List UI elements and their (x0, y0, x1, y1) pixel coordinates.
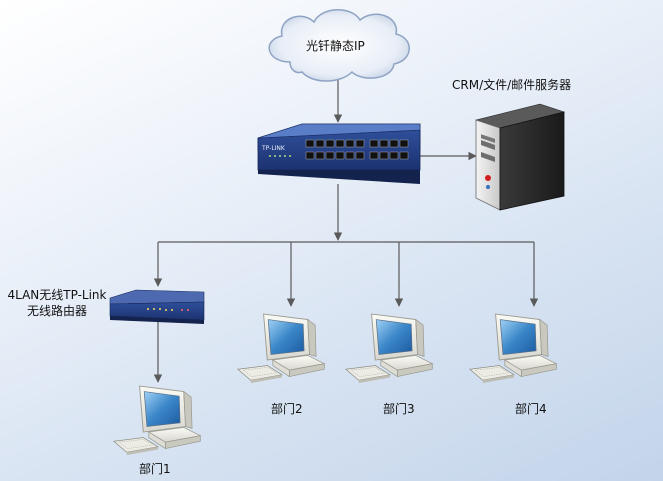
dept3-computer-icon (345, 313, 433, 384)
dept3-label: 部门3 (383, 402, 415, 416)
switch-brand: TP-LINK (261, 145, 286, 152)
router-label-line2: 无线路由器 (26, 304, 87, 318)
cloud-icon (268, 9, 410, 82)
router-icon (109, 289, 205, 324)
cloud-label: 光钎静态IP (306, 39, 365, 53)
dept2-computer-icon (237, 313, 325, 384)
dept4-computer-icon (469, 313, 557, 384)
router-label-line1: 4LAN无线TP-Link (7, 288, 107, 302)
server-icon (474, 103, 566, 211)
dept4-label: 部门4 (515, 402, 547, 416)
dept2-label: 部门2 (271, 402, 303, 416)
dept1-label: 部门1 (139, 462, 171, 476)
router-label: 4LAN无线TP-Link 无线路由器 (0, 287, 114, 319)
dept1-computer-icon (113, 385, 201, 456)
connection-lines (153, 76, 539, 383)
server-label: CRM/文件/邮件服务器 (452, 78, 572, 92)
switch-icon: TP-LINK (257, 123, 421, 184)
